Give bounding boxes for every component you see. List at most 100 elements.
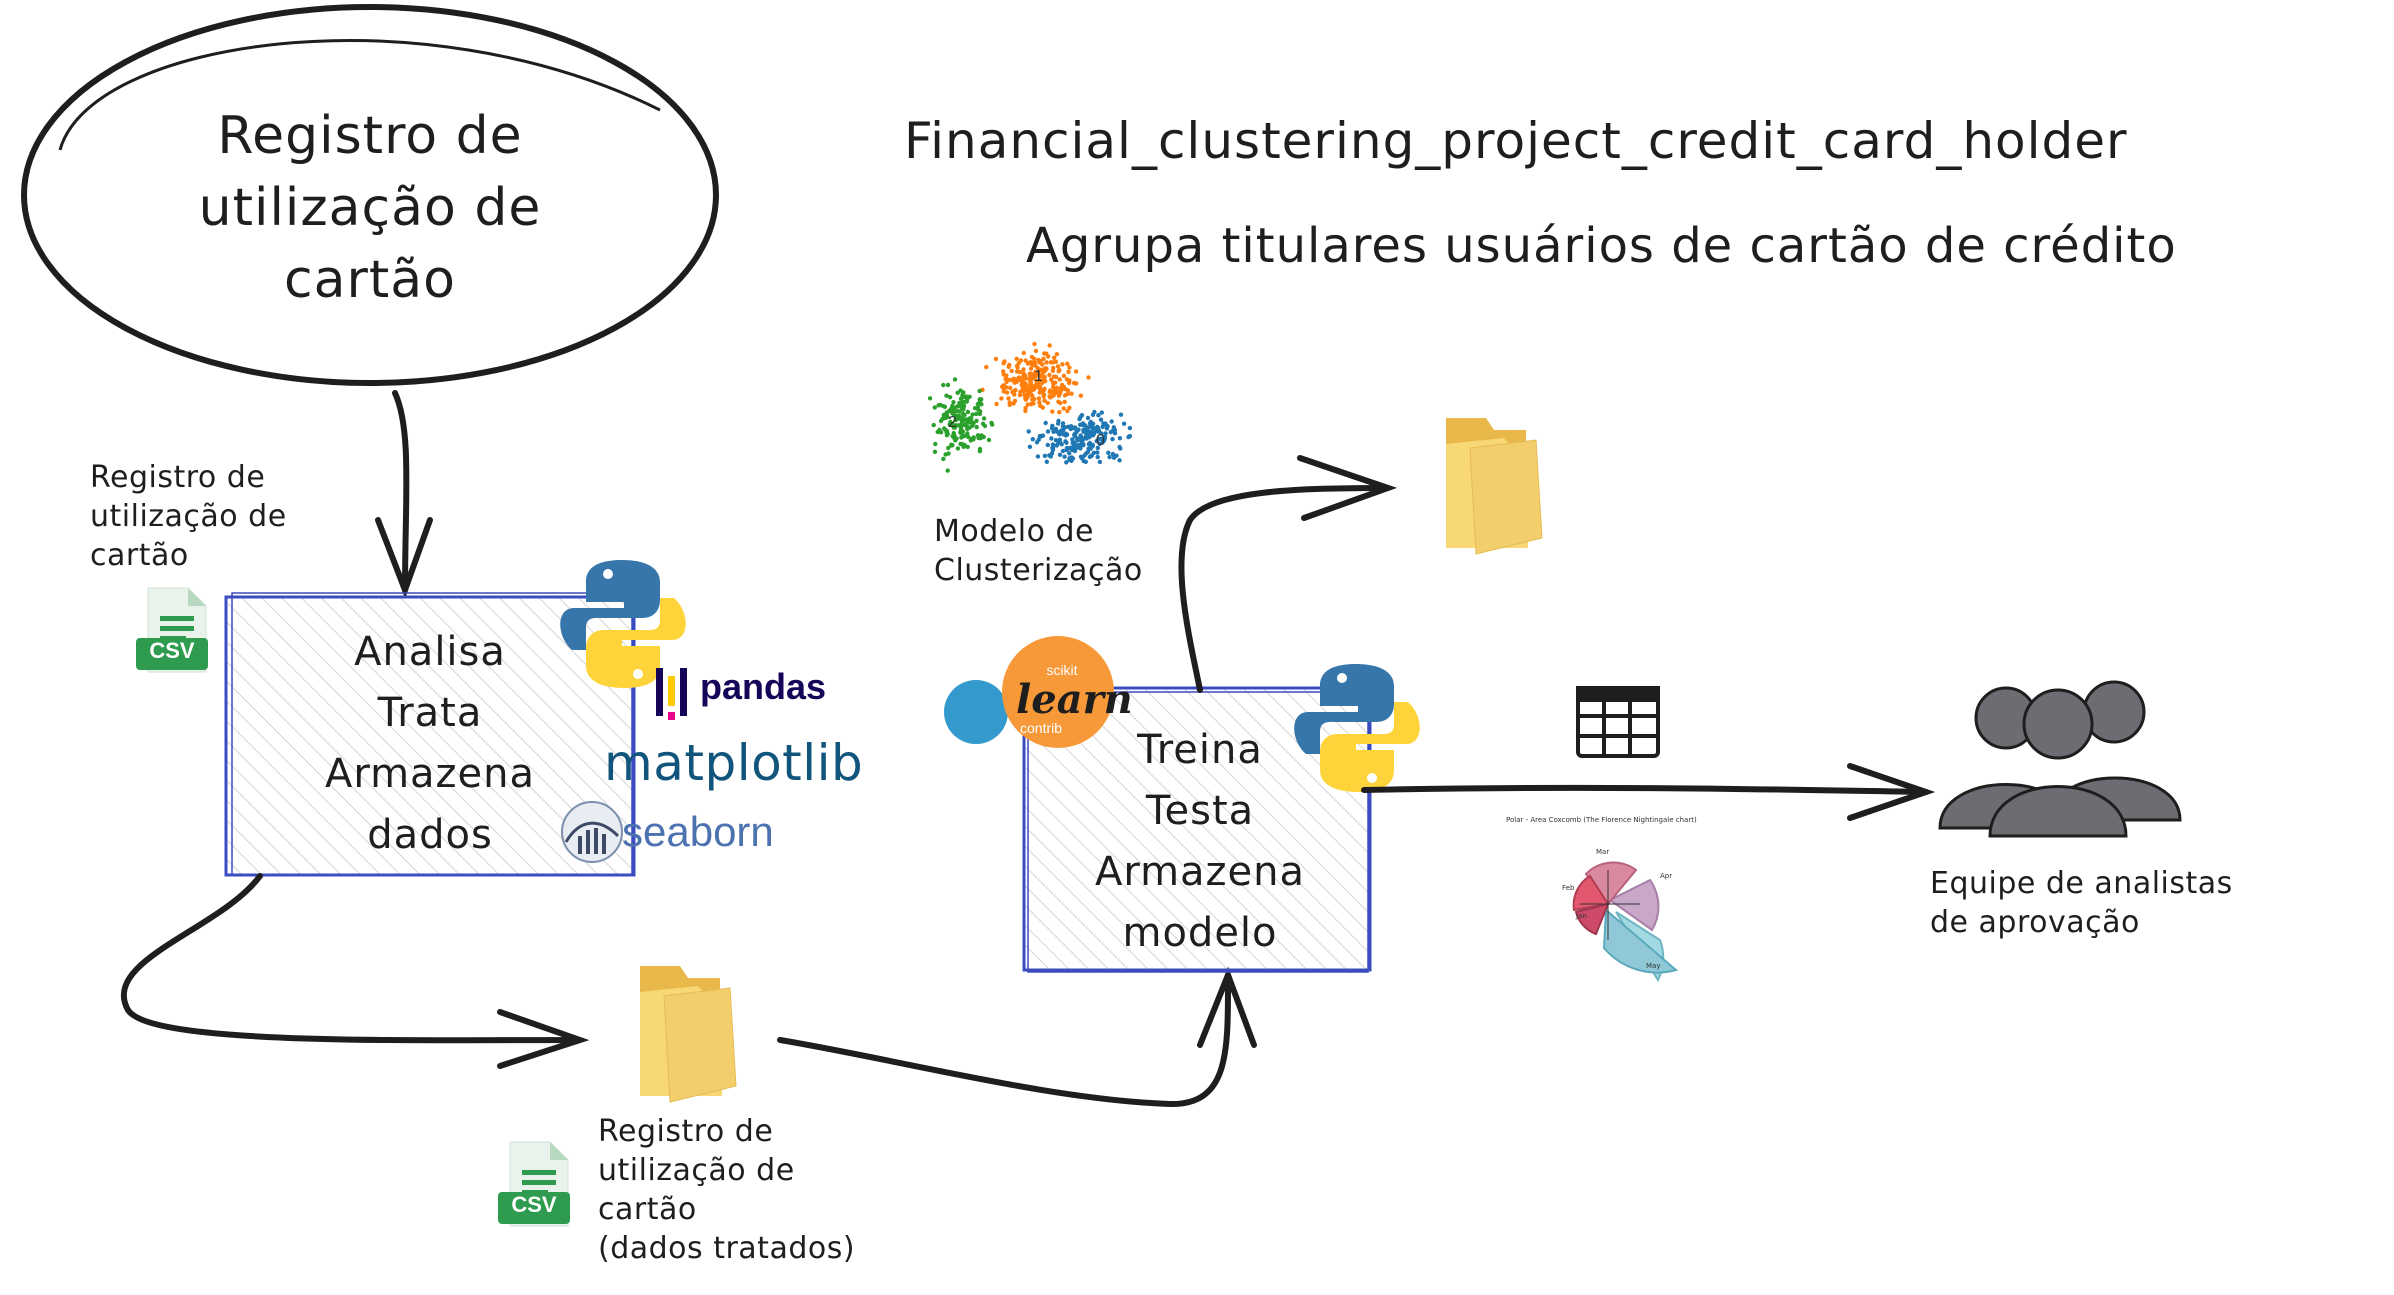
scatter-dot bbox=[974, 418, 979, 423]
scatter-dot bbox=[1046, 354, 1051, 359]
scatter-dot bbox=[1004, 390, 1010, 395]
cluster-number-2: 2 bbox=[948, 414, 957, 431]
scatter-dot bbox=[1127, 425, 1133, 431]
scatter-dot bbox=[1027, 444, 1033, 449]
scatter-dot bbox=[1098, 417, 1104, 422]
scatter-dot bbox=[1078, 393, 1084, 398]
polar-chart-title: Polar - Area Coxcomb (The Florence Night… bbox=[1506, 816, 1697, 824]
scatter-dot bbox=[1007, 385, 1013, 390]
scatter-dot bbox=[1110, 451, 1116, 457]
scatter-dot bbox=[1053, 438, 1059, 443]
scatter-dot bbox=[1009, 377, 1014, 383]
scatter-dot bbox=[935, 429, 940, 435]
scatter-dot bbox=[1021, 367, 1026, 372]
scatter-dot bbox=[1050, 368, 1056, 373]
scatter-dot bbox=[974, 424, 979, 430]
scatter-dot bbox=[1054, 385, 1060, 390]
scatter-dot bbox=[1056, 393, 1062, 398]
scatter-dot bbox=[1099, 410, 1105, 415]
scatter-dot bbox=[1036, 396, 1042, 401]
scatter-dot bbox=[1018, 358, 1024, 363]
scatter-dot bbox=[1001, 389, 1006, 394]
scatter-dot bbox=[1063, 439, 1068, 444]
scatter-dot bbox=[1013, 387, 1018, 393]
scatter-dot bbox=[1024, 386, 1030, 392]
sklearn-logo-icon bbox=[944, 636, 1114, 748]
scatter-dot bbox=[951, 425, 957, 430]
scatter-dot bbox=[1037, 390, 1042, 395]
scatter-dot bbox=[993, 356, 999, 362]
cluster-scatter-plot bbox=[927, 341, 1133, 473]
scatter-dot bbox=[1028, 402, 1034, 407]
python-logo-icon bbox=[560, 560, 686, 688]
pandas-logo-icon bbox=[656, 668, 687, 720]
input-file-label: Registro de utilização de cartão bbox=[90, 460, 287, 573]
scatter-dot bbox=[1041, 356, 1046, 361]
scatter-dot bbox=[964, 394, 969, 399]
scatter-dot bbox=[1051, 393, 1056, 398]
scatter-dot bbox=[950, 434, 955, 439]
scatter-dot bbox=[951, 400, 956, 405]
scatter-dot bbox=[1066, 369, 1071, 375]
scatter-dot bbox=[1075, 438, 1080, 443]
scatter-dot bbox=[1018, 389, 1023, 394]
scatter-dot bbox=[1086, 375, 1091, 380]
scatter-dot bbox=[1061, 406, 1066, 411]
polar-label-feb: Feb bbox=[1562, 884, 1575, 892]
scatter-dot bbox=[952, 377, 958, 382]
scatter-dot bbox=[1067, 451, 1072, 456]
scatter-dot bbox=[1042, 374, 1047, 380]
scatter-dot bbox=[978, 436, 983, 441]
scatter-dot bbox=[1117, 436, 1123, 441]
scatter-dot bbox=[1073, 369, 1079, 374]
scatter-dot bbox=[1045, 442, 1051, 448]
arrow-train-to-model-folder bbox=[1178, 455, 1398, 693]
scatter-dot bbox=[1033, 369, 1038, 375]
scatter-dot bbox=[1001, 361, 1006, 366]
scatter-dot bbox=[941, 456, 946, 462]
seaborn-logo-text: seaborn bbox=[622, 808, 774, 855]
scatter-dot bbox=[1015, 365, 1020, 370]
scatter-dot bbox=[1034, 440, 1040, 445]
cluster-number-1: 1 bbox=[1034, 368, 1043, 385]
scatter-dot bbox=[965, 409, 971, 415]
scatter-dot bbox=[1004, 379, 1009, 385]
scatter-dot bbox=[1056, 418, 1061, 424]
scatter-dot bbox=[1057, 410, 1062, 415]
scatter-dot bbox=[1021, 350, 1026, 356]
scatter-dot bbox=[1065, 361, 1070, 366]
scatter-dot bbox=[1052, 374, 1057, 379]
scatter-dot bbox=[1068, 445, 1073, 450]
scatter-dot bbox=[1051, 380, 1056, 386]
scatter-dot bbox=[1064, 377, 1070, 382]
scatter-dot bbox=[1054, 352, 1060, 357]
scatter-dot bbox=[1050, 409, 1055, 414]
sklearn-top-text: scikit bbox=[1046, 662, 1078, 678]
scatter-dot bbox=[1076, 427, 1081, 432]
scatter-dot bbox=[1065, 388, 1071, 393]
scatter-dot bbox=[1070, 425, 1075, 431]
train-line-4: modelo bbox=[1122, 910, 1278, 956]
scatter-dot bbox=[1015, 369, 1020, 374]
scatter-dot bbox=[942, 426, 947, 431]
scatter-dot bbox=[1048, 454, 1054, 459]
scatter-dot bbox=[1047, 372, 1052, 378]
scatter-dot bbox=[1089, 423, 1095, 428]
scatter-dot bbox=[1026, 429, 1031, 434]
csv-badge: CSV bbox=[149, 638, 195, 663]
scatter-dot bbox=[1061, 373, 1067, 378]
page-title: Financial_clustering_project_credit_card… bbox=[904, 112, 2128, 170]
scatter-dot bbox=[962, 412, 967, 418]
scatter-dot bbox=[943, 452, 948, 457]
scatter-dot bbox=[1072, 434, 1078, 439]
scatter-dot bbox=[1086, 441, 1092, 447]
scatter-dot bbox=[958, 429, 963, 435]
sklearn-main-text: learn bbox=[1016, 676, 1133, 723]
treated-csv-badge: CSV bbox=[511, 1192, 557, 1217]
scatter-dot bbox=[1055, 364, 1061, 369]
scatter-dot bbox=[1095, 454, 1100, 460]
scatter-dot bbox=[1117, 458, 1122, 463]
scatter-dot bbox=[972, 406, 978, 411]
